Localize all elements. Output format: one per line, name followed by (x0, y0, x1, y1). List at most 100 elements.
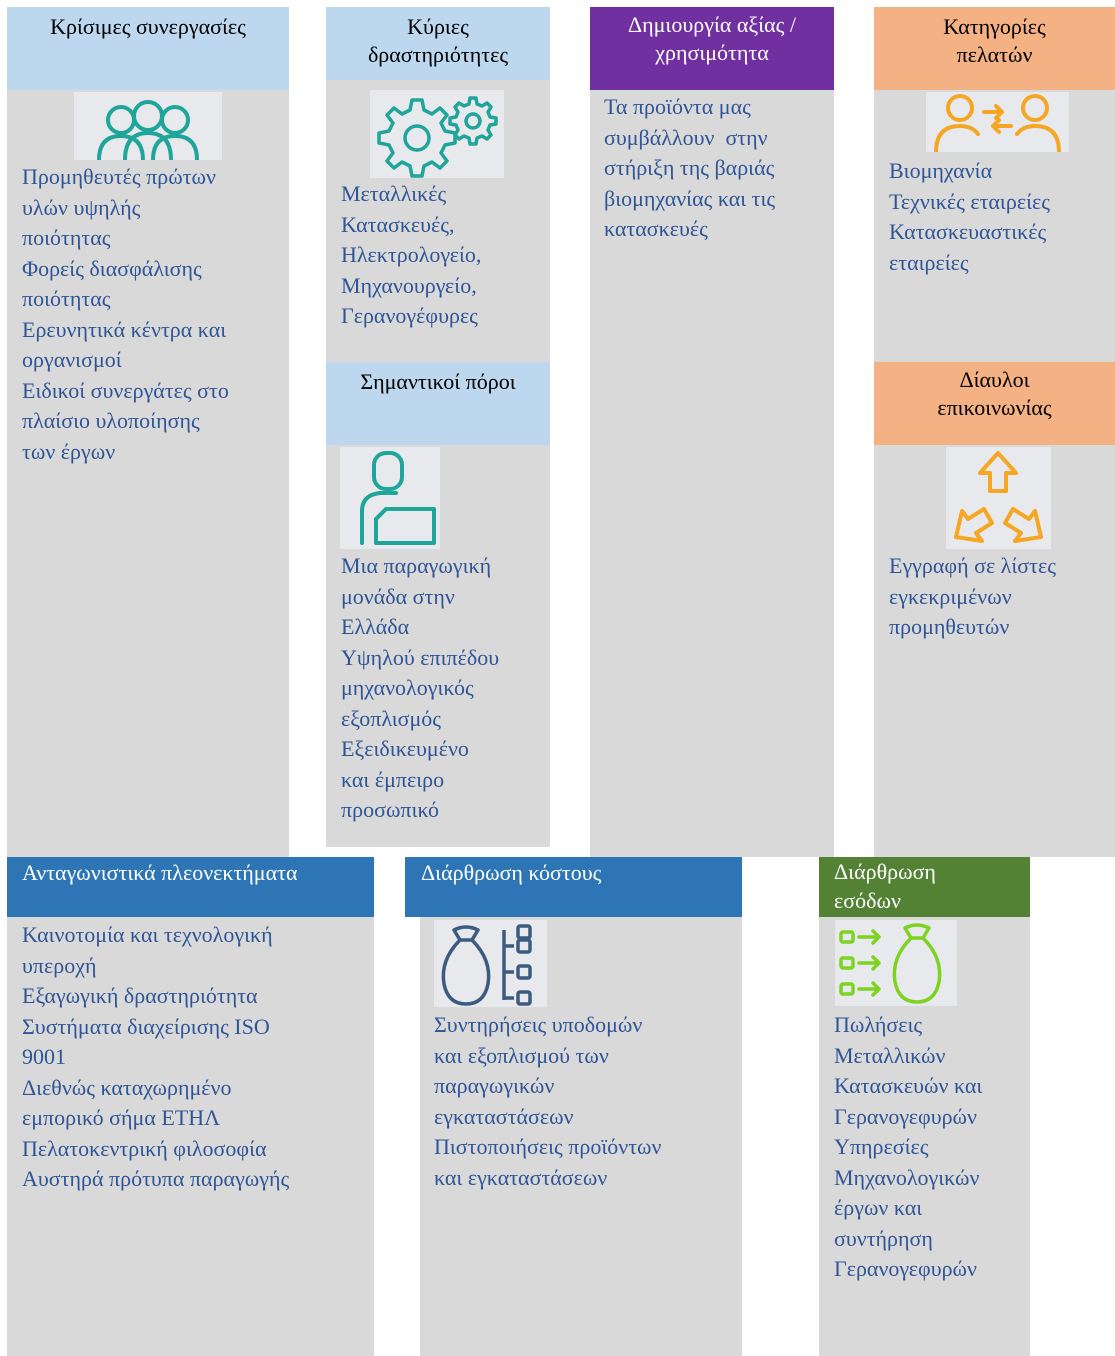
customers-title-line1: Κατηγορίες (943, 14, 1046, 39)
gears-icon (370, 90, 504, 178)
list-item: Γερανογεφυρών (834, 1256, 977, 1281)
list-item: ποιότητας (22, 225, 111, 250)
list-item: συμβάλλουν στην (604, 124, 768, 150)
list-item: εγκεκριμένων (889, 583, 1012, 609)
value-header: Δημιουργία αξίας / χρησιμότητα (590, 7, 834, 90)
list-item: Συστήματα διαχείρισης ISO (22, 1013, 270, 1039)
list-item: των έργων (22, 438, 116, 464)
advantages-title: Ανταγωνιστικά πλεονεκτήματα (22, 860, 298, 885)
list-item: Τεχνικές εταιρείες (889, 188, 1050, 214)
list-item: βιομηχανίας και τις (604, 185, 776, 211)
revenue-header: Διάρθρωση εσόδων (819, 857, 1030, 917)
list-item: Μηχανουργείο, (341, 272, 477, 298)
list-item: Γερανογεφυρών (834, 1103, 977, 1129)
list-item: Αυστηρά πρότυπα παραγωγής (22, 1166, 290, 1191)
revenue-title-line1: Διάρθρωση (834, 859, 936, 884)
list-item: Ηλεκτρολογείο, (341, 242, 482, 267)
list-item: Συντηρήσεις υποδομών (434, 1012, 643, 1037)
list-item: και έμπειρο (341, 766, 445, 792)
customers-title-line2: πελατών (956, 42, 1033, 67)
list-item: προμηθευτών (889, 614, 1010, 639)
list-item: Κατασκευών και (834, 1073, 983, 1098)
list-item: Διεθνώς καταχωρημένο (22, 1074, 232, 1100)
activities-title-line1: Κύριες (407, 14, 469, 39)
list-item: Υψηλού επιπέδου (341, 644, 500, 670)
list-item: Πιστοποιήσεις προϊόντων (434, 1134, 662, 1159)
list-item: πλαίσιο υλοποίησης (22, 408, 200, 433)
list-item: εγκαταστάσεων (434, 1103, 574, 1129)
list-item: Μια παραγωγική (341, 553, 492, 578)
costs-header: Διάρθρωση κόστους (405, 857, 742, 917)
list-item: και εξοπλισμού των (434, 1042, 609, 1068)
channels-list: Εγγραφή σε λίστες εγκεκριμένων προμηθευτ… (889, 551, 1056, 643)
value-title-line2: χρησιμότητα (655, 40, 769, 65)
arrows-outward-icon (946, 447, 1051, 549)
channels-title-line1: Δίαυλοι (959, 367, 1030, 392)
list-item: Φορείς διασφάλισης (22, 255, 202, 281)
resources-header: Σημαντικοί πόροι (326, 362, 550, 445)
list-item: Εξαγωγική δραστηριότητα (22, 983, 258, 1008)
person-laptop-icon (340, 447, 440, 549)
customers-list: Βιομηχανία Τεχνικές εταιρείες Κατασκευασ… (889, 156, 1050, 278)
list-item: Μεταλλικές (341, 181, 447, 206)
list-item: μονάδα στην (341, 583, 455, 609)
activities-title-line2: δραστηριότητες (367, 42, 509, 67)
list-item: ποιότητας (22, 286, 111, 311)
list-item: υλών υψηλής (22, 194, 141, 220)
list-item: Πωλήσεις (834, 1012, 923, 1037)
list-item: και εγκαταστάσεων (434, 1164, 608, 1190)
people-exchange-icon (926, 92, 1069, 152)
activities-header: Κύριες δραστηριότητες (326, 7, 550, 80)
value-title-line1: Δημιουργία αξίας / (627, 12, 796, 37)
advantages-list: Καινοτομία και τεχνολογική υπεροχή Εξαγω… (22, 920, 289, 1195)
list-item: μηχανολογικός (341, 675, 474, 700)
customers-header: Κατηγορίες πελατών (874, 7, 1115, 90)
list-item: στήριξη της βαριάς (604, 155, 775, 180)
list-item: Μηχανολογικών (834, 1164, 980, 1190)
list-item: εμπορικό σήμα ΕΤΗΛ (22, 1105, 221, 1130)
list-item: Τα προϊόντα μας (604, 94, 751, 119)
advantages-header: Ανταγωνιστικά πλεονεκτήματα (7, 857, 374, 917)
list-item: κατασκευές (604, 216, 708, 241)
list-item: υπεροχή (22, 952, 97, 978)
list-item: εξοπλισμός (341, 705, 442, 731)
list-item: προσωπικό (341, 797, 440, 822)
list-item: Ειδικοί συνεργάτες στο (22, 377, 229, 403)
list-item: 9001 (22, 1044, 66, 1069)
advantages-panel (7, 857, 374, 1356)
list-item: Γερανογέφυρες (341, 303, 478, 328)
partnerships-list: Προμηθευτές πρώτων υλών υψηλής ποιότητας… (22, 162, 229, 467)
money-bag-list-icon (434, 920, 547, 1007)
activities-list: Μεταλλικές Κατασκευές, Ηλεκτρολογείο, Μη… (341, 179, 481, 332)
list-item: Κατασκευαστικές (889, 219, 1047, 244)
list-item: παραγωγικών (434, 1073, 555, 1098)
costs-title: Διάρθρωση κόστους (421, 860, 602, 885)
list-item: Ερευνητικά κέντρα και (22, 316, 227, 342)
revenue-title-line2: εσόδων (834, 888, 901, 913)
people-group-icon (74, 92, 222, 160)
list-item: Μεταλλικών (834, 1042, 946, 1068)
list-item: Βιομηχανία (889, 158, 993, 183)
list-item: έργων και (834, 1195, 923, 1220)
resources-list: Μια παραγωγική μονάδα στην Ελλάδα Υψηλού… (341, 551, 499, 826)
revenue-list: Πωλήσεις Μεταλλικών Κατασκευών και Γεραν… (834, 1010, 982, 1285)
list-item: οργανισμοί (22, 347, 122, 372)
list-item: Ελλάδα (341, 614, 410, 639)
list-item: Εξειδικευμένο (341, 736, 469, 761)
list-item: Καινοτομία και τεχνολογική (22, 922, 273, 947)
list-item: Προμηθευτές πρώτων (22, 164, 216, 189)
list-item: Πελατοκεντρική φιλοσοφία (22, 1135, 267, 1161)
channels-header: Δίαυλοι επικοινωνίας (874, 362, 1115, 445)
list-item: συντήρηση (834, 1225, 933, 1251)
resources-title: Σημαντικοί πόροι (360, 369, 516, 394)
list-item: Υπηρεσίες (834, 1134, 929, 1159)
list-to-money-bag-icon (835, 920, 957, 1006)
list-item: Εγγραφή σε λίστες (889, 553, 1056, 578)
partnerships-header: Κρίσιμες συνεργασίες (7, 7, 289, 90)
value-list: Τα προϊόντα μας συμβάλλουν στην στήριξη … (604, 92, 775, 245)
partnerships-title: Κρίσιμες συνεργασίες (50, 14, 246, 39)
list-item: εταιρείες (889, 249, 969, 275)
value-panel (590, 7, 834, 857)
channels-title-line2: επικοινωνίας (937, 395, 1052, 420)
costs-list: Συντηρήσεις υποδομών και εξοπλισμού των … (434, 1010, 662, 1193)
